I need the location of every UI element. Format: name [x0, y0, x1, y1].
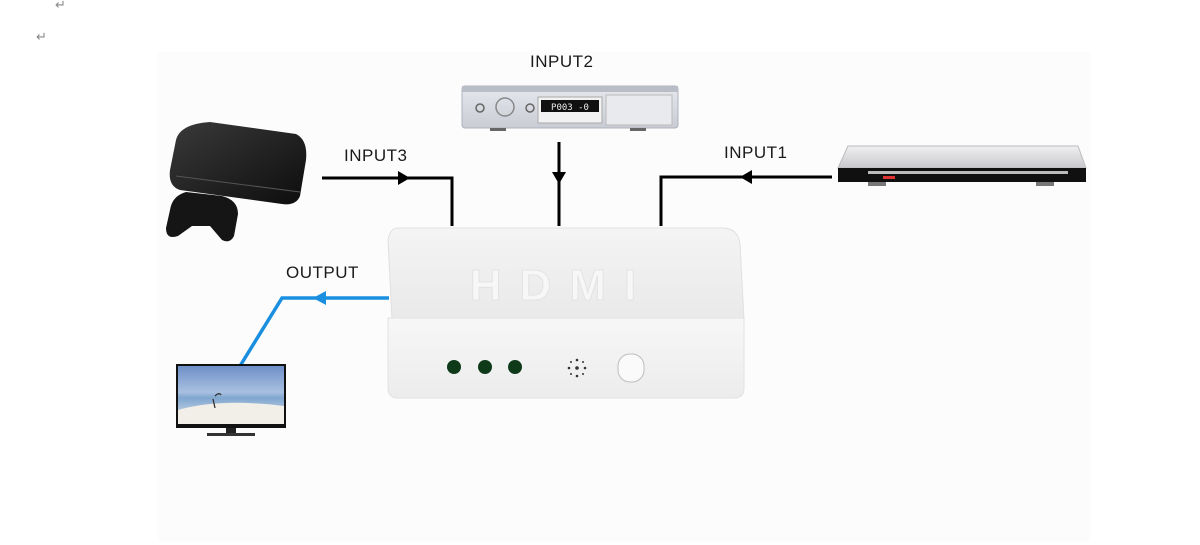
ir-receiver-icon: [567, 358, 587, 378]
svg-text:P003 -0: P003 -0: [551, 103, 589, 113]
output-label: OUTPUT: [286, 263, 359, 282]
tv: [176, 364, 286, 436]
hdmi-switch: HDMI: [387, 227, 745, 399]
led-port-1: [508, 360, 522, 374]
output-cable: [238, 291, 389, 367]
select-button: [617, 353, 645, 383]
arrow-left-icon: [313, 291, 326, 305]
set-top-box: P003 -0: [461, 85, 679, 131]
led-port-2: [478, 360, 492, 374]
input2-cable: [552, 142, 566, 226]
paragraph-mark: ↵: [36, 30, 47, 45]
input2-label: INPUT2: [530, 52, 594, 71]
arrow-right-icon: [398, 171, 410, 185]
input1-cable: [659, 170, 832, 226]
paragraph-mark: ↵: [55, 0, 66, 13]
arrow-left-icon: [740, 170, 752, 184]
heron-icon: [212, 393, 222, 409]
led-port-3: [447, 360, 461, 374]
dvd-player: [837, 145, 1087, 186]
arrow-down-icon: [552, 172, 566, 184]
controller-icon: [166, 192, 238, 242]
game-console: [166, 122, 307, 242]
input1-label: INPUT1: [724, 143, 788, 162]
input3-label: INPUT3: [344, 146, 408, 165]
switch-logo: HDMI: [470, 261, 654, 310]
input3-cable: [322, 171, 454, 226]
